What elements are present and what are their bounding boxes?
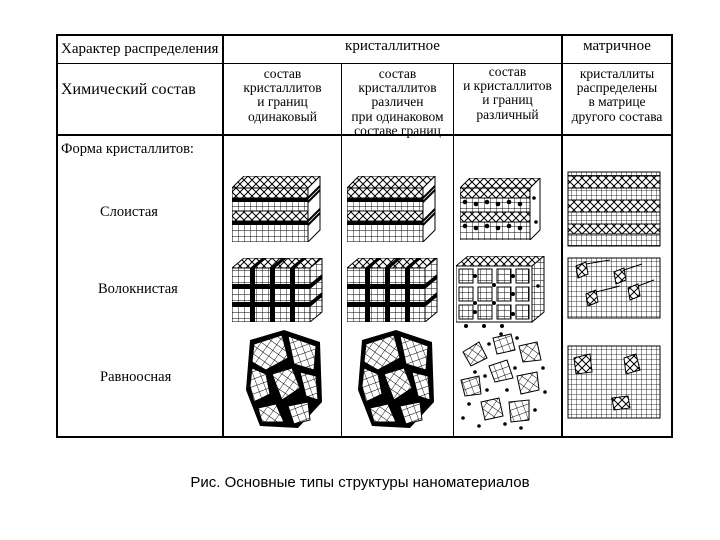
table-border-left bbox=[56, 34, 58, 438]
chem-row-label: Химический состав bbox=[61, 81, 196, 98]
fibrous-different-illustration bbox=[347, 258, 438, 322]
structure-table: Характер распределения кристаллитное мат… bbox=[56, 34, 673, 438]
col-divider-4 bbox=[561, 34, 563, 438]
matrix-header: матричное bbox=[583, 38, 651, 54]
chem-col-3: состав и кристаллитов и границ различный bbox=[463, 64, 552, 122]
equiaxed-matrix-illustration bbox=[567, 345, 661, 419]
col-divider-2 bbox=[341, 63, 342, 438]
layered-matrix-illustration bbox=[567, 171, 661, 247]
chem-col-2: состав кристаллитов различен при одинако… bbox=[351, 66, 444, 138]
figure-caption: Рис. Основные типы структуры наноматериа… bbox=[190, 474, 530, 491]
shape-row-label: Форма кристаллитов: bbox=[61, 141, 194, 157]
equiaxed-dotted-illustration bbox=[460, 332, 547, 430]
type-fibrous: Волокнистая bbox=[98, 281, 178, 297]
layered-dotted-illustration bbox=[460, 178, 541, 240]
chem-divider bbox=[56, 134, 673, 136]
table-border-bottom bbox=[56, 436, 673, 438]
chem-col-1: состав кристаллитов и границ одинаковый bbox=[243, 66, 322, 124]
crystalline-header: кристаллитное bbox=[345, 38, 440, 54]
chem-col-4: кристаллиты распределены в матрице друго… bbox=[571, 66, 663, 124]
type-layered: Слоистая bbox=[100, 204, 158, 220]
col-divider-1 bbox=[222, 34, 224, 438]
table-border-right bbox=[671, 34, 673, 438]
layered-uniform-illustration bbox=[232, 176, 321, 242]
distribution-label: Характер распределения bbox=[61, 41, 219, 57]
table-border-top bbox=[56, 34, 673, 36]
fibrous-uniform-illustration bbox=[232, 258, 323, 322]
header-divider bbox=[56, 63, 673, 64]
col-divider-3 bbox=[453, 63, 454, 438]
layered-different-illustration bbox=[347, 176, 436, 242]
equiaxed-different-illustration bbox=[358, 330, 434, 428]
fibrous-matrix-illustration bbox=[567, 257, 661, 319]
equiaxed-uniform-illustration bbox=[246, 330, 322, 428]
fibrous-dotted-illustration bbox=[456, 256, 545, 328]
type-equiaxed: Равноосная bbox=[100, 369, 172, 385]
